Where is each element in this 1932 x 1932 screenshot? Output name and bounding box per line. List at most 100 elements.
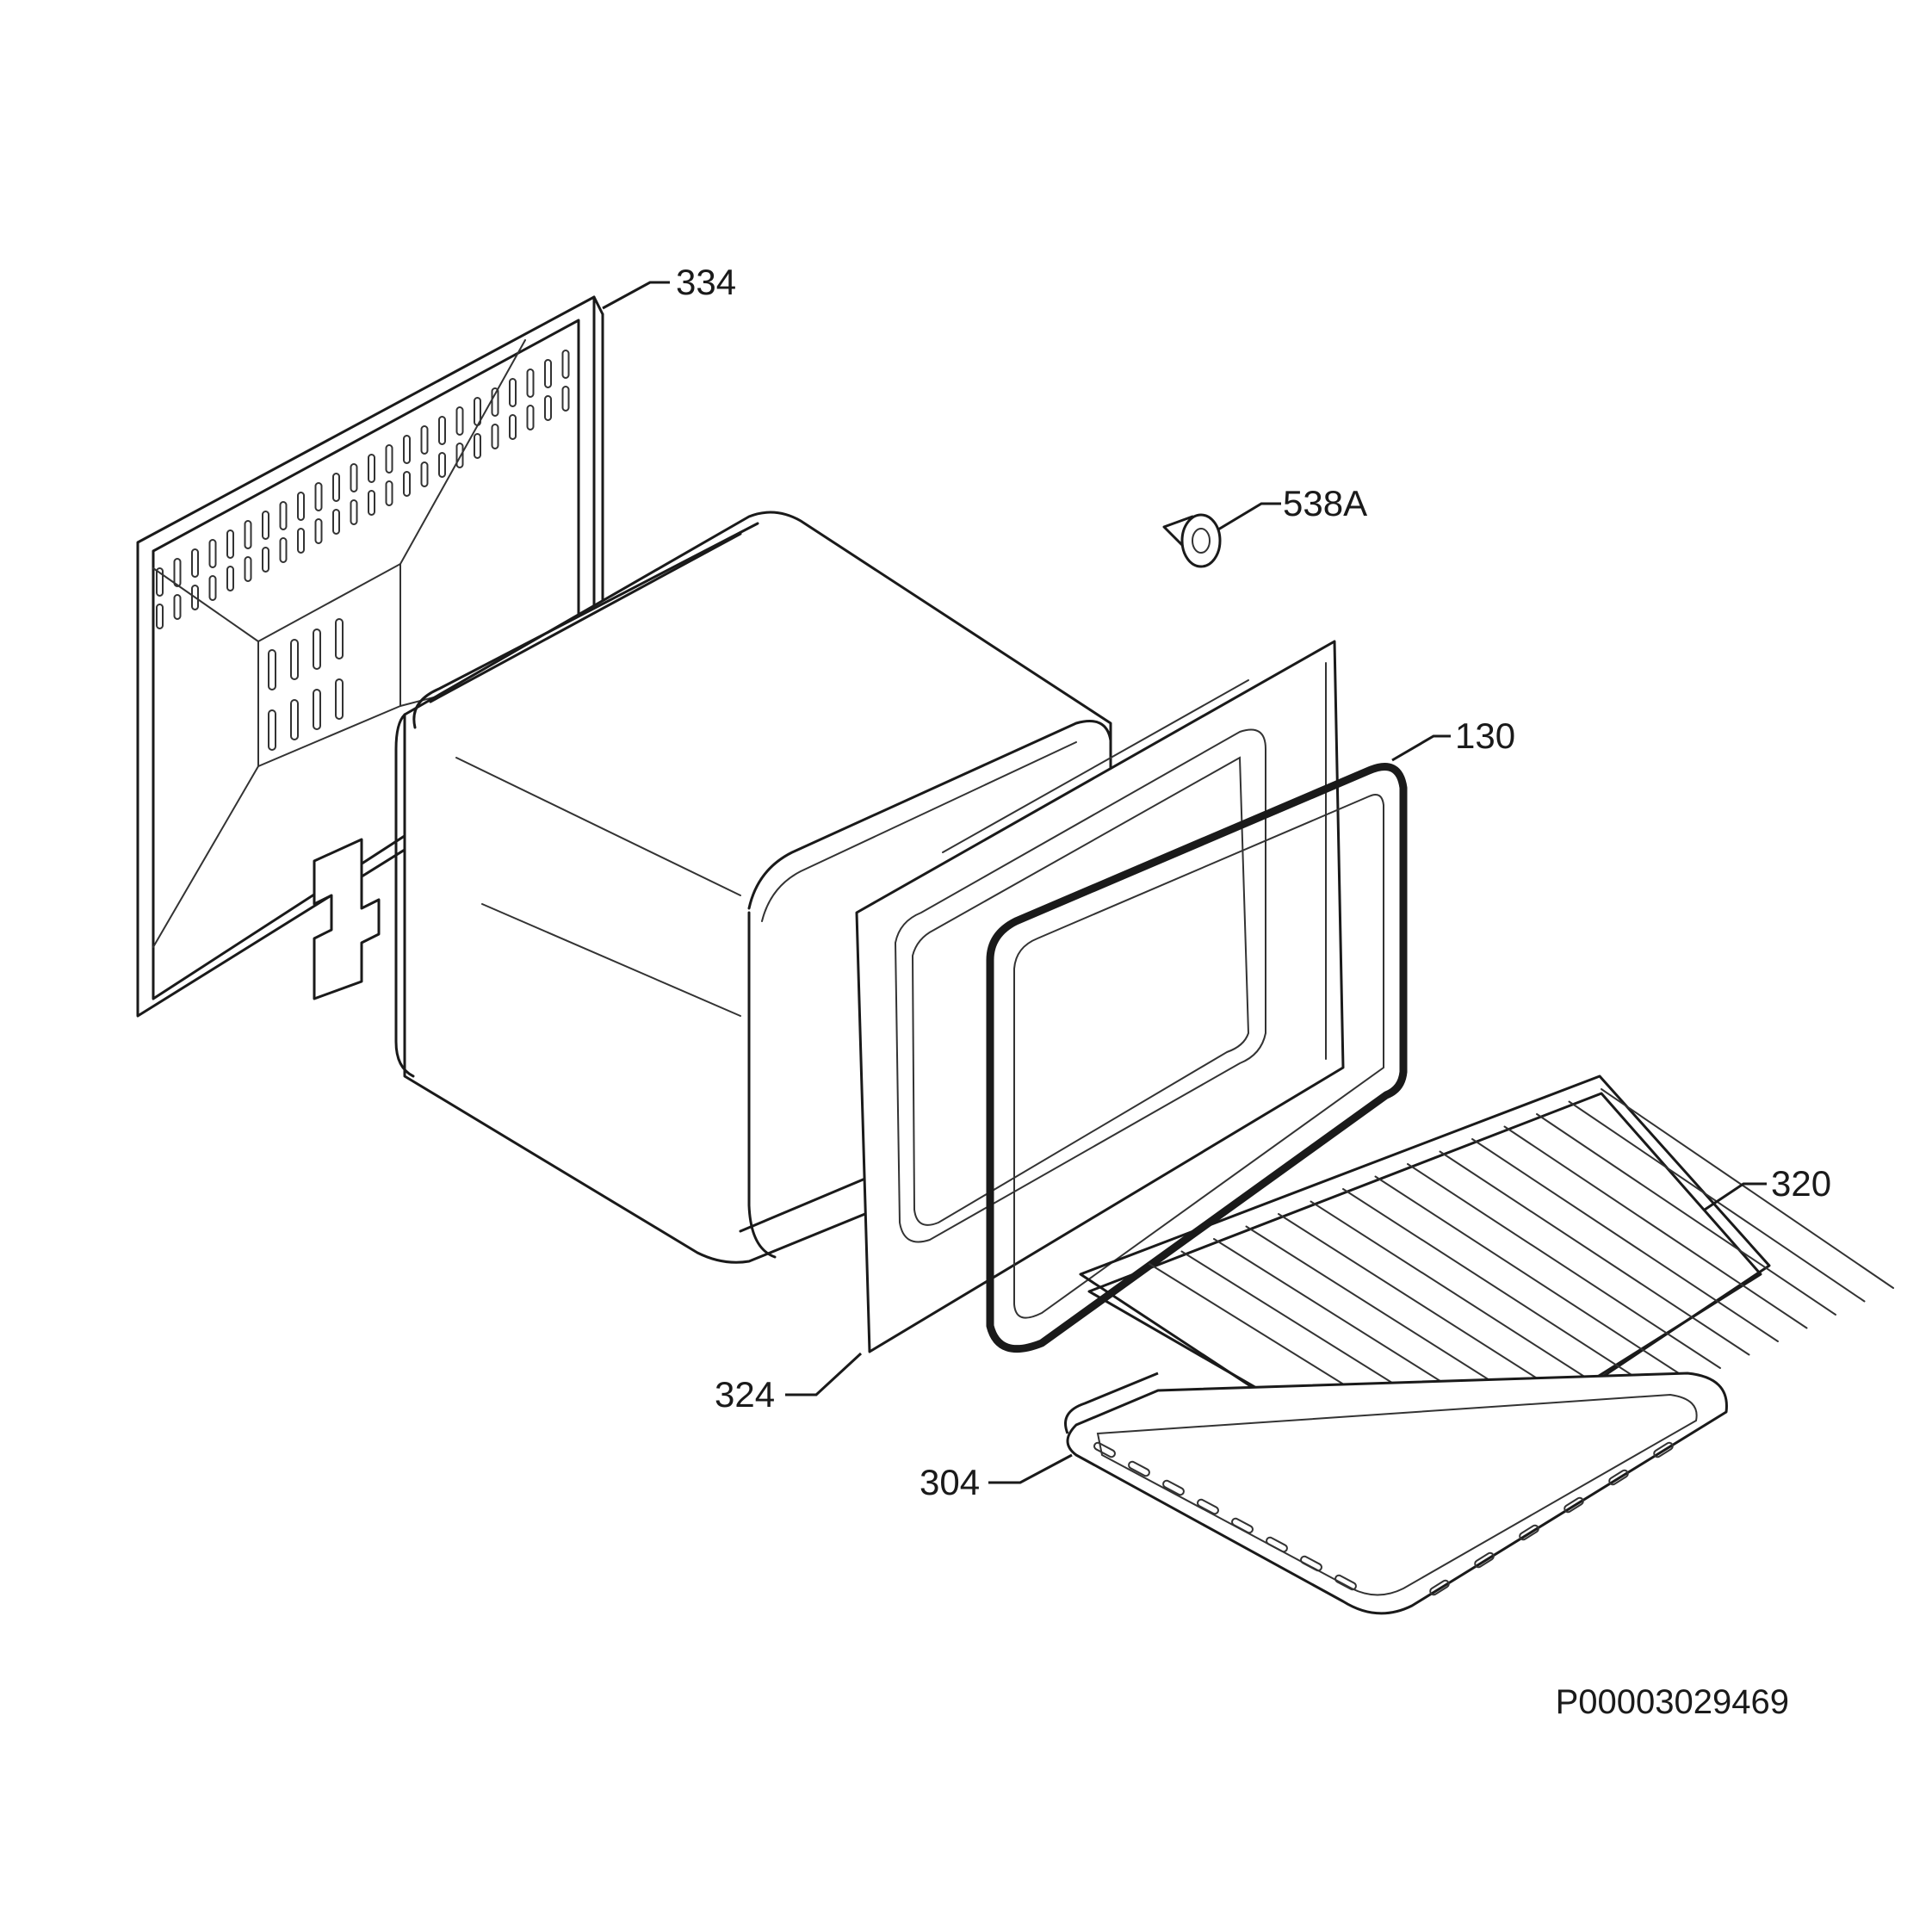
callout-334: 334 — [602, 262, 736, 310]
vent-slot — [268, 649, 276, 690]
vent-slot — [544, 359, 552, 388]
vent-slot — [297, 492, 305, 521]
label-320: 320 — [1771, 1163, 1831, 1204]
label-324: 324 — [715, 1374, 775, 1415]
tray-slot — [1429, 1579, 1450, 1596]
vent-slot — [385, 480, 393, 506]
callout-320: 320 — [1704, 1163, 1831, 1211]
vent-slot — [297, 528, 305, 554]
vent-slot — [474, 397, 481, 426]
vent-slot — [420, 425, 429, 455]
vent-slot — [561, 350, 570, 379]
tray-slot — [1334, 1574, 1357, 1591]
vent-slot — [544, 395, 552, 421]
vent-slot — [438, 416, 446, 445]
vent-slot — [420, 461, 429, 487]
vent-slot — [368, 454, 375, 483]
vent-slot — [332, 509, 340, 535]
vent-slot — [455, 443, 464, 468]
vent-slot — [314, 482, 323, 511]
vent-slot — [262, 547, 269, 573]
tray-slot — [1474, 1551, 1495, 1569]
vent-slot — [335, 618, 344, 659]
vent-slot — [226, 529, 234, 559]
callout-538a: 538A — [1217, 483, 1367, 531]
vent-slot — [191, 548, 199, 578]
shelf-bar — [1601, 1088, 1894, 1289]
vent-slot — [313, 629, 321, 670]
vent-slot — [455, 406, 464, 436]
vent-slot — [290, 699, 299, 740]
vent-slot — [279, 501, 288, 530]
shelf-bar — [1374, 1175, 1693, 1383]
shelf-bar — [1536, 1113, 1836, 1316]
vent-slot — [268, 709, 276, 751]
vent-slot — [368, 490, 375, 516]
vent-slot — [474, 433, 481, 459]
shelf-bar — [1503, 1125, 1808, 1329]
vent-slot — [385, 444, 393, 474]
vent-slot — [491, 387, 499, 417]
vent-slot — [208, 575, 217, 601]
vent-slot — [173, 558, 182, 587]
vent-slot — [403, 471, 411, 497]
tray-slot — [1564, 1496, 1584, 1514]
vent-slot — [491, 424, 499, 449]
vent-slot — [526, 405, 535, 430]
callout-304: 304 — [920, 1453, 1073, 1502]
shelf-bar — [1407, 1163, 1721, 1369]
vent-slot — [314, 518, 323, 544]
tray-slot — [1300, 1555, 1322, 1572]
tray-slots — [1093, 1441, 1674, 1596]
vent-slot — [191, 585, 199, 610]
vent-slot — [509, 378, 517, 407]
vent-slot — [279, 537, 288, 563]
vent-slot — [290, 639, 299, 680]
vent-slot — [244, 520, 252, 549]
vent-slot — [438, 452, 446, 478]
shelf-bar — [1439, 1150, 1750, 1356]
tray-slot — [1266, 1536, 1288, 1553]
tray-slot — [1231, 1517, 1254, 1534]
lamp-holder-538a[interactable] — [1162, 513, 1222, 568]
callout-324: 324 — [715, 1352, 863, 1415]
vent-slot — [350, 463, 358, 492]
mounting-bracket — [313, 838, 381, 1000]
callout-130: 130 — [1391, 715, 1515, 762]
vent-slots — [156, 350, 570, 751]
front-frame-324[interactable] — [855, 640, 1345, 1353]
drawing-code: P00003029469 — [1556, 1683, 1789, 1721]
vent-slot — [561, 386, 570, 412]
vent-slot — [156, 604, 164, 629]
tray-slot — [1093, 1441, 1116, 1458]
vent-slot — [350, 499, 358, 525]
tray-slot — [1653, 1441, 1674, 1458]
shelf-bar — [1342, 1188, 1663, 1396]
tray-slot — [1128, 1460, 1150, 1477]
vent-slot — [526, 368, 535, 398]
vent-slot — [313, 689, 321, 730]
vent-slot — [509, 414, 517, 440]
label-334: 334 — [676, 262, 736, 302]
label-304: 304 — [920, 1462, 980, 1502]
rear-panel-334[interactable] — [136, 295, 604, 1018]
tray-slot — [1608, 1469, 1629, 1486]
label-538a: 538A — [1283, 483, 1367, 523]
vent-slot — [244, 556, 252, 582]
label-130: 130 — [1455, 715, 1515, 756]
vent-slot — [156, 567, 164, 597]
baking-tray-304[interactable] — [1064, 1372, 1728, 1615]
vent-slot — [173, 594, 182, 620]
shelf-bar — [1310, 1200, 1635, 1409]
vent-slot — [262, 511, 269, 540]
shelf-bar — [1471, 1138, 1779, 1342]
tray-slot — [1197, 1498, 1219, 1515]
vent-slot — [335, 678, 344, 720]
tray-slot — [1162, 1479, 1185, 1496]
vent-slot — [332, 473, 340, 502]
tray-slot — [1519, 1524, 1539, 1541]
vent-slot — [226, 566, 234, 591]
vent-slot — [403, 435, 411, 464]
door-gasket-130[interactable] — [986, 763, 1408, 1353]
